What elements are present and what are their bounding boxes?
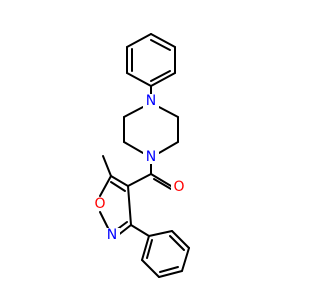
bond [126,33,152,48]
bond [150,173,172,187]
bond [158,270,183,278]
bond-carbonyl-to-ring [127,173,152,187]
bond [181,247,190,272]
double-bond-inner [150,70,171,82]
atom-label: N [107,227,117,243]
atom-n-bottom: N [143,149,159,165]
atom-label: O [94,196,105,212]
bond [99,211,109,229]
bond [123,141,144,154]
isoxazole-ring [99,175,132,237]
bond [123,106,144,118]
double-bond-inner [169,235,185,251]
bond [158,106,179,118]
bond [148,230,173,237]
bond [171,230,190,249]
top-phenyl-ring [126,33,176,87]
atom-label: O [173,179,184,195]
bond [141,235,150,261]
double-bond-inner [146,239,153,259]
double-bond-inner [110,181,126,192]
double-bond-inner [150,39,171,51]
atom-label: N [146,149,156,165]
atom-label: N [146,93,156,109]
bottom-phenyl-ring [141,230,190,278]
bond [126,72,152,87]
structure-diagram: N N O O N [92,33,190,278]
bond-ring-to-phenyl [130,224,150,237]
bond [158,141,179,154]
bond [127,185,132,226]
double-bond-inner [153,178,172,190]
atom-n-ring: N [104,227,120,243]
piperazine-ring [123,106,179,154]
carbonyl-group [150,173,172,190]
bond [150,33,176,48]
methyl-bond [102,155,112,177]
atom-o-ring: O [92,196,108,212]
atom-n-top: N [143,93,159,109]
bond [110,175,129,187]
double-bond-inner [159,266,179,273]
bond [141,259,160,278]
bond [99,175,112,197]
atom-o-carbonyl: O [171,179,187,195]
bond [150,72,176,87]
